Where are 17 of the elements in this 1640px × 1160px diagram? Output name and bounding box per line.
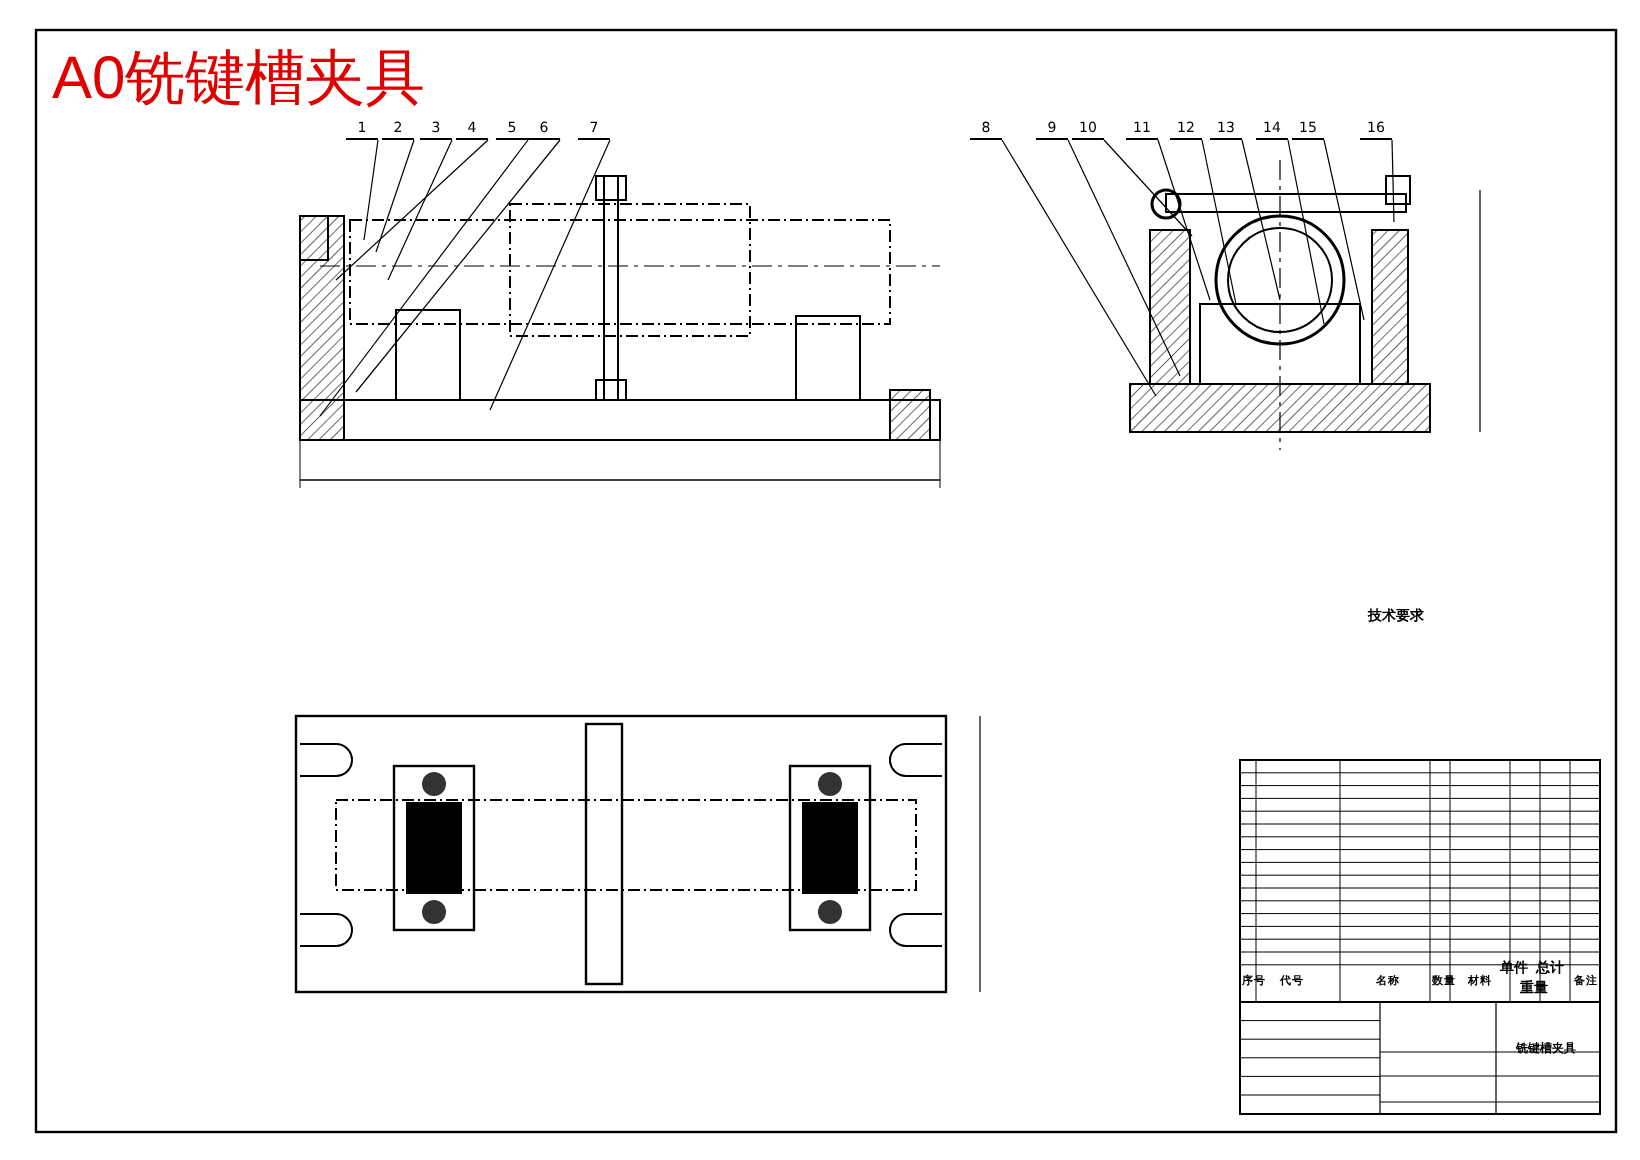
leader-line bbox=[319, 139, 529, 417]
leader-line bbox=[355, 139, 561, 393]
leader-line bbox=[489, 139, 611, 411]
drawing-title: A0铣键槽夹具 bbox=[52, 44, 426, 116]
leader-line bbox=[363, 139, 379, 241]
leader-line bbox=[1103, 139, 1193, 237]
leader-line bbox=[387, 139, 453, 281]
leader-line bbox=[1201, 139, 1237, 305]
leader-line bbox=[1287, 139, 1325, 325]
leader-line bbox=[1157, 139, 1211, 301]
leader-line bbox=[1241, 139, 1281, 301]
leader-line bbox=[375, 139, 415, 253]
leader-line bbox=[1323, 139, 1365, 321]
leader-line bbox=[1001, 139, 1157, 397]
leader-line bbox=[335, 139, 489, 281]
leader-line bbox=[1067, 139, 1181, 377]
leader-line bbox=[1391, 139, 1395, 223]
